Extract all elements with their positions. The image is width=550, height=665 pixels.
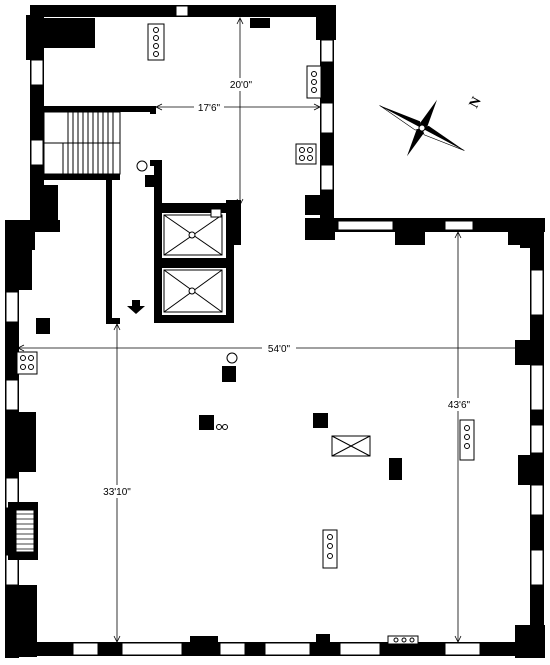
interior-columns bbox=[36, 318, 402, 480]
dimension-label-right-height: 43'6" bbox=[448, 400, 471, 411]
dimension-label-top-width: 17'6" bbox=[198, 103, 221, 114]
wall-columns bbox=[12, 18, 533, 646]
dimension-label-left-height: 33'10" bbox=[103, 487, 131, 498]
shower-1 bbox=[163, 214, 223, 256]
fixtures bbox=[16, 23, 475, 645]
shower-2 bbox=[163, 269, 223, 313]
interior-walls bbox=[44, 106, 241, 324]
compass-icon bbox=[379, 99, 465, 157]
dimension-label-main-width: 54'0" bbox=[268, 344, 291, 355]
fireplace bbox=[8, 502, 38, 560]
dimension-label-top-height: 20'0" bbox=[230, 80, 253, 91]
exterior-walls bbox=[5, 5, 545, 658]
dimension-lines bbox=[17, 17, 531, 643]
staircase bbox=[43, 111, 121, 175]
windows bbox=[5, 5, 544, 656]
compass-north-label: N bbox=[467, 95, 485, 111]
arrow-down-icon bbox=[127, 300, 145, 314]
